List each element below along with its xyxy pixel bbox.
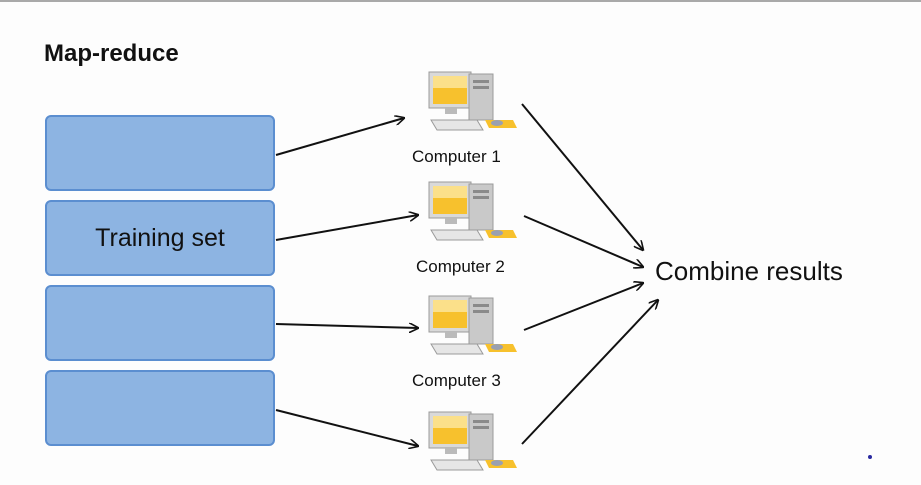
arrow-computer4-combine [521, 300, 658, 445]
computer-2-icon [425, 180, 525, 250]
pointer-dot [868, 455, 872, 459]
computer-1-label: Computer 1 [412, 147, 501, 166]
training-partition-2: Training set [45, 200, 275, 276]
computer-2-label: Computer 2 [416, 257, 505, 276]
arrow-partition4-computer4 [275, 409, 418, 446]
top-border [0, 0, 921, 2]
training-set-label: Training set [95, 223, 225, 252]
arrow-partition1-computer1 [275, 118, 404, 156]
combine-results-label: Combine results [655, 256, 843, 286]
computer-4-icon [425, 410, 525, 480]
slide-title: Map-reduce [44, 40, 179, 67]
arrow-partition2-computer2 [275, 215, 418, 241]
arrow-computer1-combine [521, 103, 643, 250]
arrow-computer3-combine [523, 283, 643, 331]
computer-1-icon [425, 70, 525, 140]
computer-3-label: Computer 3 [412, 371, 501, 390]
computer-3-icon [425, 294, 525, 364]
arrow-partition3-computer3 [275, 324, 418, 328]
training-partition-4 [45, 370, 275, 446]
arrow-computer2-combine [523, 215, 643, 267]
training-partition-3 [45, 285, 275, 361]
training-partition-1 [45, 115, 275, 191]
